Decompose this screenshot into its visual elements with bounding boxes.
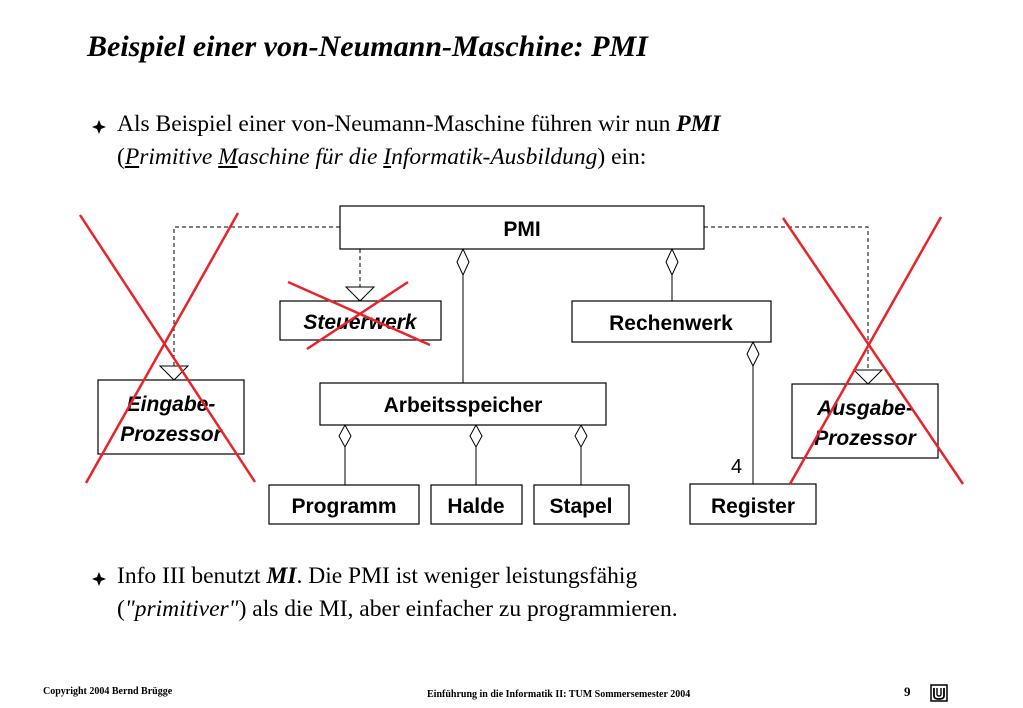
word-maschine: aschine für die [237, 144, 384, 170]
class-box-eingabe-prozessor: Eingabe- Prozessor [97, 379, 245, 455]
strikeout-marks [78, 212, 965, 485]
aggregation-diamond-pmi-arbeitsspeicher [456, 247, 470, 277]
initial-i: I [383, 144, 392, 170]
eingabe-label-line-2: Prozessor [120, 423, 223, 446]
generalization-arrow-ausgabe [852, 369, 884, 385]
multiplicity-label: 4 [731, 456, 742, 478]
diamond-bullet-icon [92, 120, 106, 134]
bullet-1-text: Als Beispiel einer von-Neumann-Maschine … [117, 111, 677, 137]
strike-eingabe-b [84, 212, 240, 484]
bullet-2-text-cont: . Die PMI ist weniger leistungsfähig [296, 563, 638, 589]
aggregation-diamond-rechenwerk-register [746, 340, 760, 368]
bullet-2-close-text: ) als die MI, aber einfacher zu programm… [238, 596, 678, 622]
mi-term: MI [266, 563, 297, 589]
diamond-bullet-icon [92, 572, 106, 586]
class-box-steuerwerk: Steuerwerk [279, 300, 442, 341]
class-box-register: Register [689, 483, 817, 525]
primitiver-quote: "primitiver" [124, 596, 239, 622]
eingabe-label-line-1: Eingabe- [127, 393, 216, 416]
class-box-halde: Halde [430, 484, 523, 525]
arbeitsspeicher-label: Arbeitsspeicher [384, 394, 543, 417]
strike-ausgabe-b [788, 216, 943, 485]
bullet-2-text: Info III benutzt [117, 563, 267, 589]
class-box-pmi: PMI [339, 205, 705, 250]
initial-p: P [124, 144, 140, 170]
tum-logo-icon [930, 684, 948, 702]
register-label: Register [711, 495, 795, 518]
class-box-ausgabe-prozessor: Ausgabe- Prozessor [791, 383, 939, 459]
page-number: 9 [904, 684, 911, 699]
dashed-connectors [173, 226, 869, 370]
pmi-term: PMI [676, 111, 721, 137]
close-text: ) ein: [597, 144, 647, 170]
generalization-arrow-steuerwerk [344, 286, 376, 302]
pmi-label: PMI [503, 218, 540, 241]
bullet-2-line-2: ("primitiver") als die MI, aber einfache… [117, 596, 678, 623]
class-box-programm: Programm [268, 484, 420, 525]
bullet-2-line-1: Info III benutzt MI. Die PMI ist weniger… [117, 563, 637, 590]
bullet-1-line-2: (Primitive Maschine für die Informatik-A… [117, 144, 646, 171]
bullet-1-line-1: Als Beispiel einer von-Neumann-Maschine … [117, 111, 721, 138]
aggregation-lines [344, 275, 754, 485]
strike-steuerwerk-b [306, 280, 409, 351]
slide-title: Beispiel einer von-Neumann-Maschine: PMI [87, 30, 648, 63]
ausgabe-label-line-1: Ausgabe- [816, 397, 913, 420]
class-box-rechenwerk: Rechenwerk [571, 300, 772, 343]
ausgabe-label-line-2: Prozessor [814, 427, 917, 450]
halde-label: Halde [447, 495, 504, 518]
aggregation-diamond-stapel [574, 423, 588, 449]
word-informatik: nformatik-Ausbildung [391, 144, 598, 170]
aggregation-diamond-pmi-rechenwerk [665, 247, 679, 277]
footer-course: Einführung in die Informatik II: TUM Som… [427, 689, 691, 700]
class-box-arbeitsspeicher: Arbeitsspeicher [319, 382, 607, 426]
aggregation-diamond-halde [469, 423, 483, 449]
strike-eingabe-a [78, 214, 257, 483]
open-paren: ( [117, 596, 125, 622]
word-primitive: rimitive [139, 144, 219, 170]
initial-m: M [218, 144, 238, 170]
strike-ausgabe-a [781, 217, 965, 485]
aggregation-diamond-programm [338, 423, 352, 449]
class-box-stapel: Stapel [533, 484, 630, 525]
rechenwerk-label: Rechenwerk [609, 312, 733, 335]
footer-copyright: Copyright 2004 Bernd Brügge [43, 686, 173, 697]
open-paren: ( [117, 144, 125, 170]
programm-label: Programm [291, 495, 396, 518]
stapel-label: Stapel [549, 495, 612, 518]
